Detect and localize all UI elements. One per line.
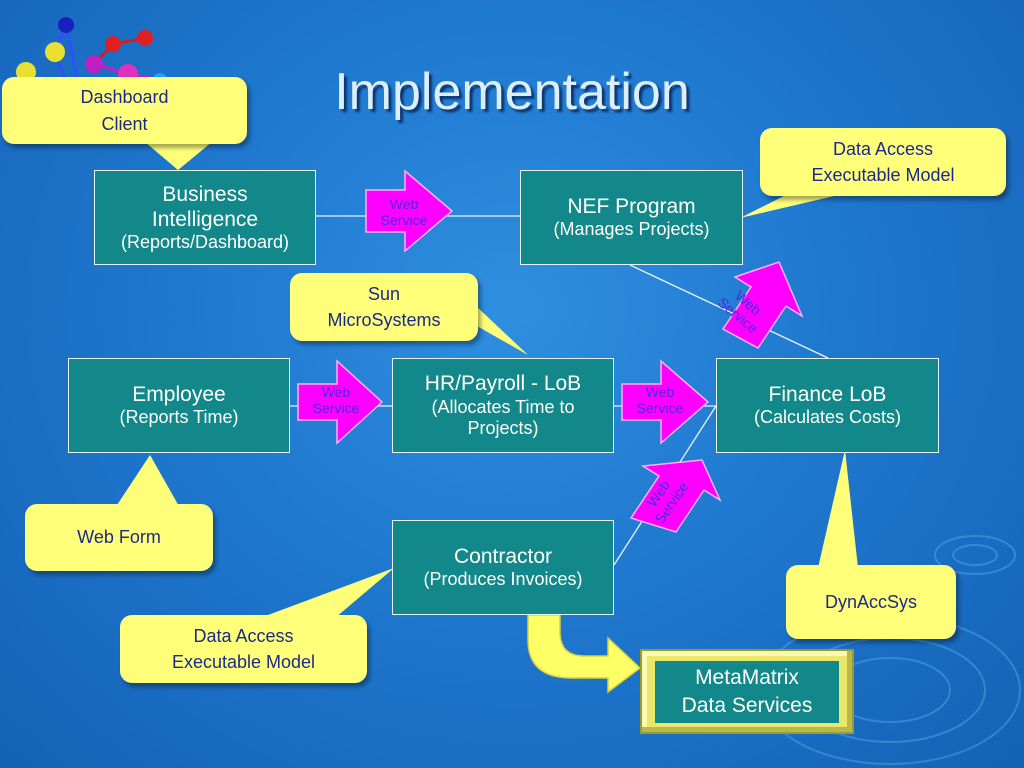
finance-title: Finance LoB bbox=[768, 383, 887, 407]
contractor-title: Contractor bbox=[453, 545, 553, 569]
ws3-line2: Service bbox=[636, 400, 684, 417]
data-flow-arrow bbox=[527, 614, 642, 694]
metamatrix-line2: Data Services bbox=[681, 693, 813, 717]
finance-sub: (Calculates Costs) bbox=[753, 407, 902, 428]
employee-title: Employee bbox=[132, 383, 226, 407]
metamatrix-inner: MetaMatrix Data Services bbox=[655, 660, 839, 723]
contractor-sub: (Produces Invoices) bbox=[423, 569, 583, 590]
data-access-top-line2: Executable Model bbox=[811, 165, 955, 185]
ws2-line2: Service bbox=[312, 400, 360, 417]
callout-sun-microsystems: Sun MicroSystems bbox=[290, 273, 478, 341]
web-service-arrows bbox=[297, 169, 804, 533]
nef-program-box: NEF Program (Manages Projects) bbox=[520, 170, 743, 265]
data-access-bottom-line1: Data Access bbox=[193, 625, 294, 646]
hr-sub1: (Allocates Time to bbox=[431, 396, 575, 417]
sun-line1: Sun bbox=[367, 283, 401, 304]
callout-dashboard-client: Dashboard Client bbox=[2, 77, 247, 144]
data-access-bottom-line2: Executable Model bbox=[171, 652, 316, 672]
metamatrix-line1: MetaMatrix bbox=[695, 666, 799, 690]
ws1-line1: Web bbox=[389, 196, 419, 212]
employee-sub: (Reports Time) bbox=[119, 407, 239, 428]
callout-dynaccsys: DynAccSys bbox=[786, 565, 956, 639]
web-service-arrow-contractor-finance bbox=[629, 459, 722, 533]
web-service-label-hr-finance: Web Service bbox=[625, 384, 695, 416]
web-form-line1: Web Form bbox=[77, 527, 161, 548]
hr-sub2: Projects) bbox=[467, 418, 539, 439]
hr-title: HR/Payroll - LoB bbox=[424, 372, 582, 396]
web-service-label-bi-nef: Web Service bbox=[369, 196, 439, 228]
nef-title: NEF Program bbox=[567, 195, 696, 219]
callout-data-access-bottom: Data Access Executable Model bbox=[120, 615, 367, 683]
ws3-line1: Web bbox=[645, 384, 675, 400]
dashboard-client-line2: Client bbox=[101, 113, 148, 134]
nef-sub: (Manages Projects) bbox=[553, 219, 710, 240]
data-access-top-line1: Data Access bbox=[832, 138, 934, 159]
metamatrix-box: MetaMatrix Data Services bbox=[640, 649, 854, 734]
web-service-arrow-hr-finance bbox=[621, 359, 710, 445]
callout-data-access-top: Data Access Executable Model bbox=[760, 128, 1006, 196]
web-service-arrow-nef-finance bbox=[721, 261, 804, 349]
sun-line2: MicroSystems bbox=[327, 310, 441, 330]
business-intelligence-box: Business Intelligence (Reports/Dashboard… bbox=[94, 170, 316, 265]
callout-web-form: Web Form bbox=[25, 504, 213, 571]
employee-box: Employee (Reports Time) bbox=[68, 358, 290, 453]
contractor-box: Contractor (Produces Invoices) bbox=[392, 520, 614, 615]
dashboard-client-line1: Dashboard bbox=[80, 87, 169, 108]
bi-line2: Intelligence bbox=[151, 207, 259, 231]
bi-sub: (Reports/Dashboard) bbox=[120, 231, 290, 252]
ws1-line2: Service bbox=[380, 212, 428, 229]
web-service-label-employee-hr: Web Service bbox=[301, 384, 371, 416]
web-service-arrow-employee-hr bbox=[297, 359, 384, 445]
dynaccsys-line1: DynAccSys bbox=[824, 591, 918, 612]
slide-title: Implementation bbox=[334, 63, 690, 121]
hr-payroll-box: HR/Payroll - LoB (Allocates Time to Proj… bbox=[392, 358, 614, 453]
ws2-line1: Web bbox=[321, 384, 351, 400]
finance-lob-box: Finance LoB (Calculates Costs) bbox=[716, 358, 939, 453]
bi-line1: Business bbox=[162, 182, 248, 206]
web-service-arrow-bi-nef bbox=[365, 169, 454, 253]
